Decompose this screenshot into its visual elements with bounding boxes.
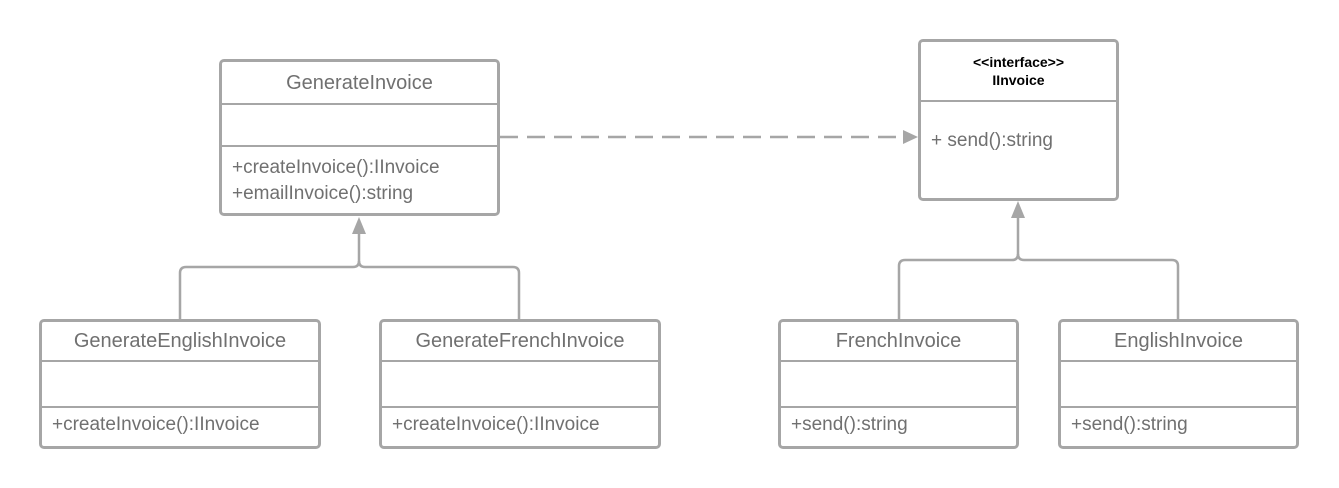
class-french-invoice[interactable]: FrenchInvoice +send():string: [778, 319, 1019, 449]
operations-compartment: +send():string: [781, 408, 1016, 438]
dependency-arrowhead: [903, 130, 918, 144]
operations-compartment: +send():string: [1061, 408, 1296, 438]
operations-compartment: +createInvoice():IInvoice: [382, 408, 658, 438]
class-name: FrenchInvoice: [781, 322, 1016, 362]
class-name: GenerateFrenchInvoice: [382, 322, 658, 362]
operation: +createInvoice():IInvoice: [232, 157, 440, 178]
realization-line-english-invoice: [1016, 253, 1180, 320]
class-generate-english-invoice[interactable]: GenerateEnglishInvoice +createInvoice():…: [39, 319, 321, 449]
operations-compartment: + send():string: [921, 102, 1116, 154]
class-english-invoice[interactable]: EnglishInvoice +send():string: [1058, 319, 1299, 449]
inheritance-line-generate-english: [178, 230, 361, 320]
realization-arrowhead-iinvoice: [1011, 201, 1025, 218]
attributes-compartment: [1061, 362, 1296, 408]
operation: +send():string: [791, 414, 908, 435]
interface-header: <<interface>> IInvoice: [921, 42, 1116, 102]
attributes-compartment: [42, 362, 318, 408]
interface-iinvoice[interactable]: <<interface>> IInvoice + send():string: [918, 39, 1119, 201]
realization-line-french-invoice: [897, 215, 1020, 320]
operations-compartment: +createInvoice():IInvoice: [42, 408, 318, 438]
operation: +createInvoice():IInvoice: [392, 414, 600, 435]
class-name: GenerateEnglishInvoice: [42, 322, 318, 362]
class-name: EnglishInvoice: [1061, 322, 1296, 362]
inheritance-line-generate-french: [357, 260, 521, 320]
operations-compartment: +createInvoice():IInvoice +emailInvoice(…: [222, 147, 497, 207]
stereotype-label: <<interface>>: [972, 54, 1065, 70]
class-name: GenerateInvoice: [222, 62, 497, 105]
attributes-compartment: [781, 362, 1016, 408]
operation: + send():string: [931, 130, 1053, 151]
class-generate-invoice[interactable]: GenerateInvoice +createInvoice():IInvoic…: [219, 59, 500, 216]
operation: +emailInvoice():string: [232, 183, 414, 204]
operation: +createInvoice():IInvoice: [52, 414, 260, 435]
class-name: IInvoice: [992, 72, 1045, 88]
class-generate-french-invoice[interactable]: GenerateFrenchInvoice +createInvoice():I…: [379, 319, 661, 449]
attributes-compartment: [222, 105, 497, 147]
attributes-compartment: [382, 362, 658, 408]
operation: +send():string: [1071, 414, 1188, 435]
inheritance-arrowhead-generate-invoice: [352, 217, 366, 234]
